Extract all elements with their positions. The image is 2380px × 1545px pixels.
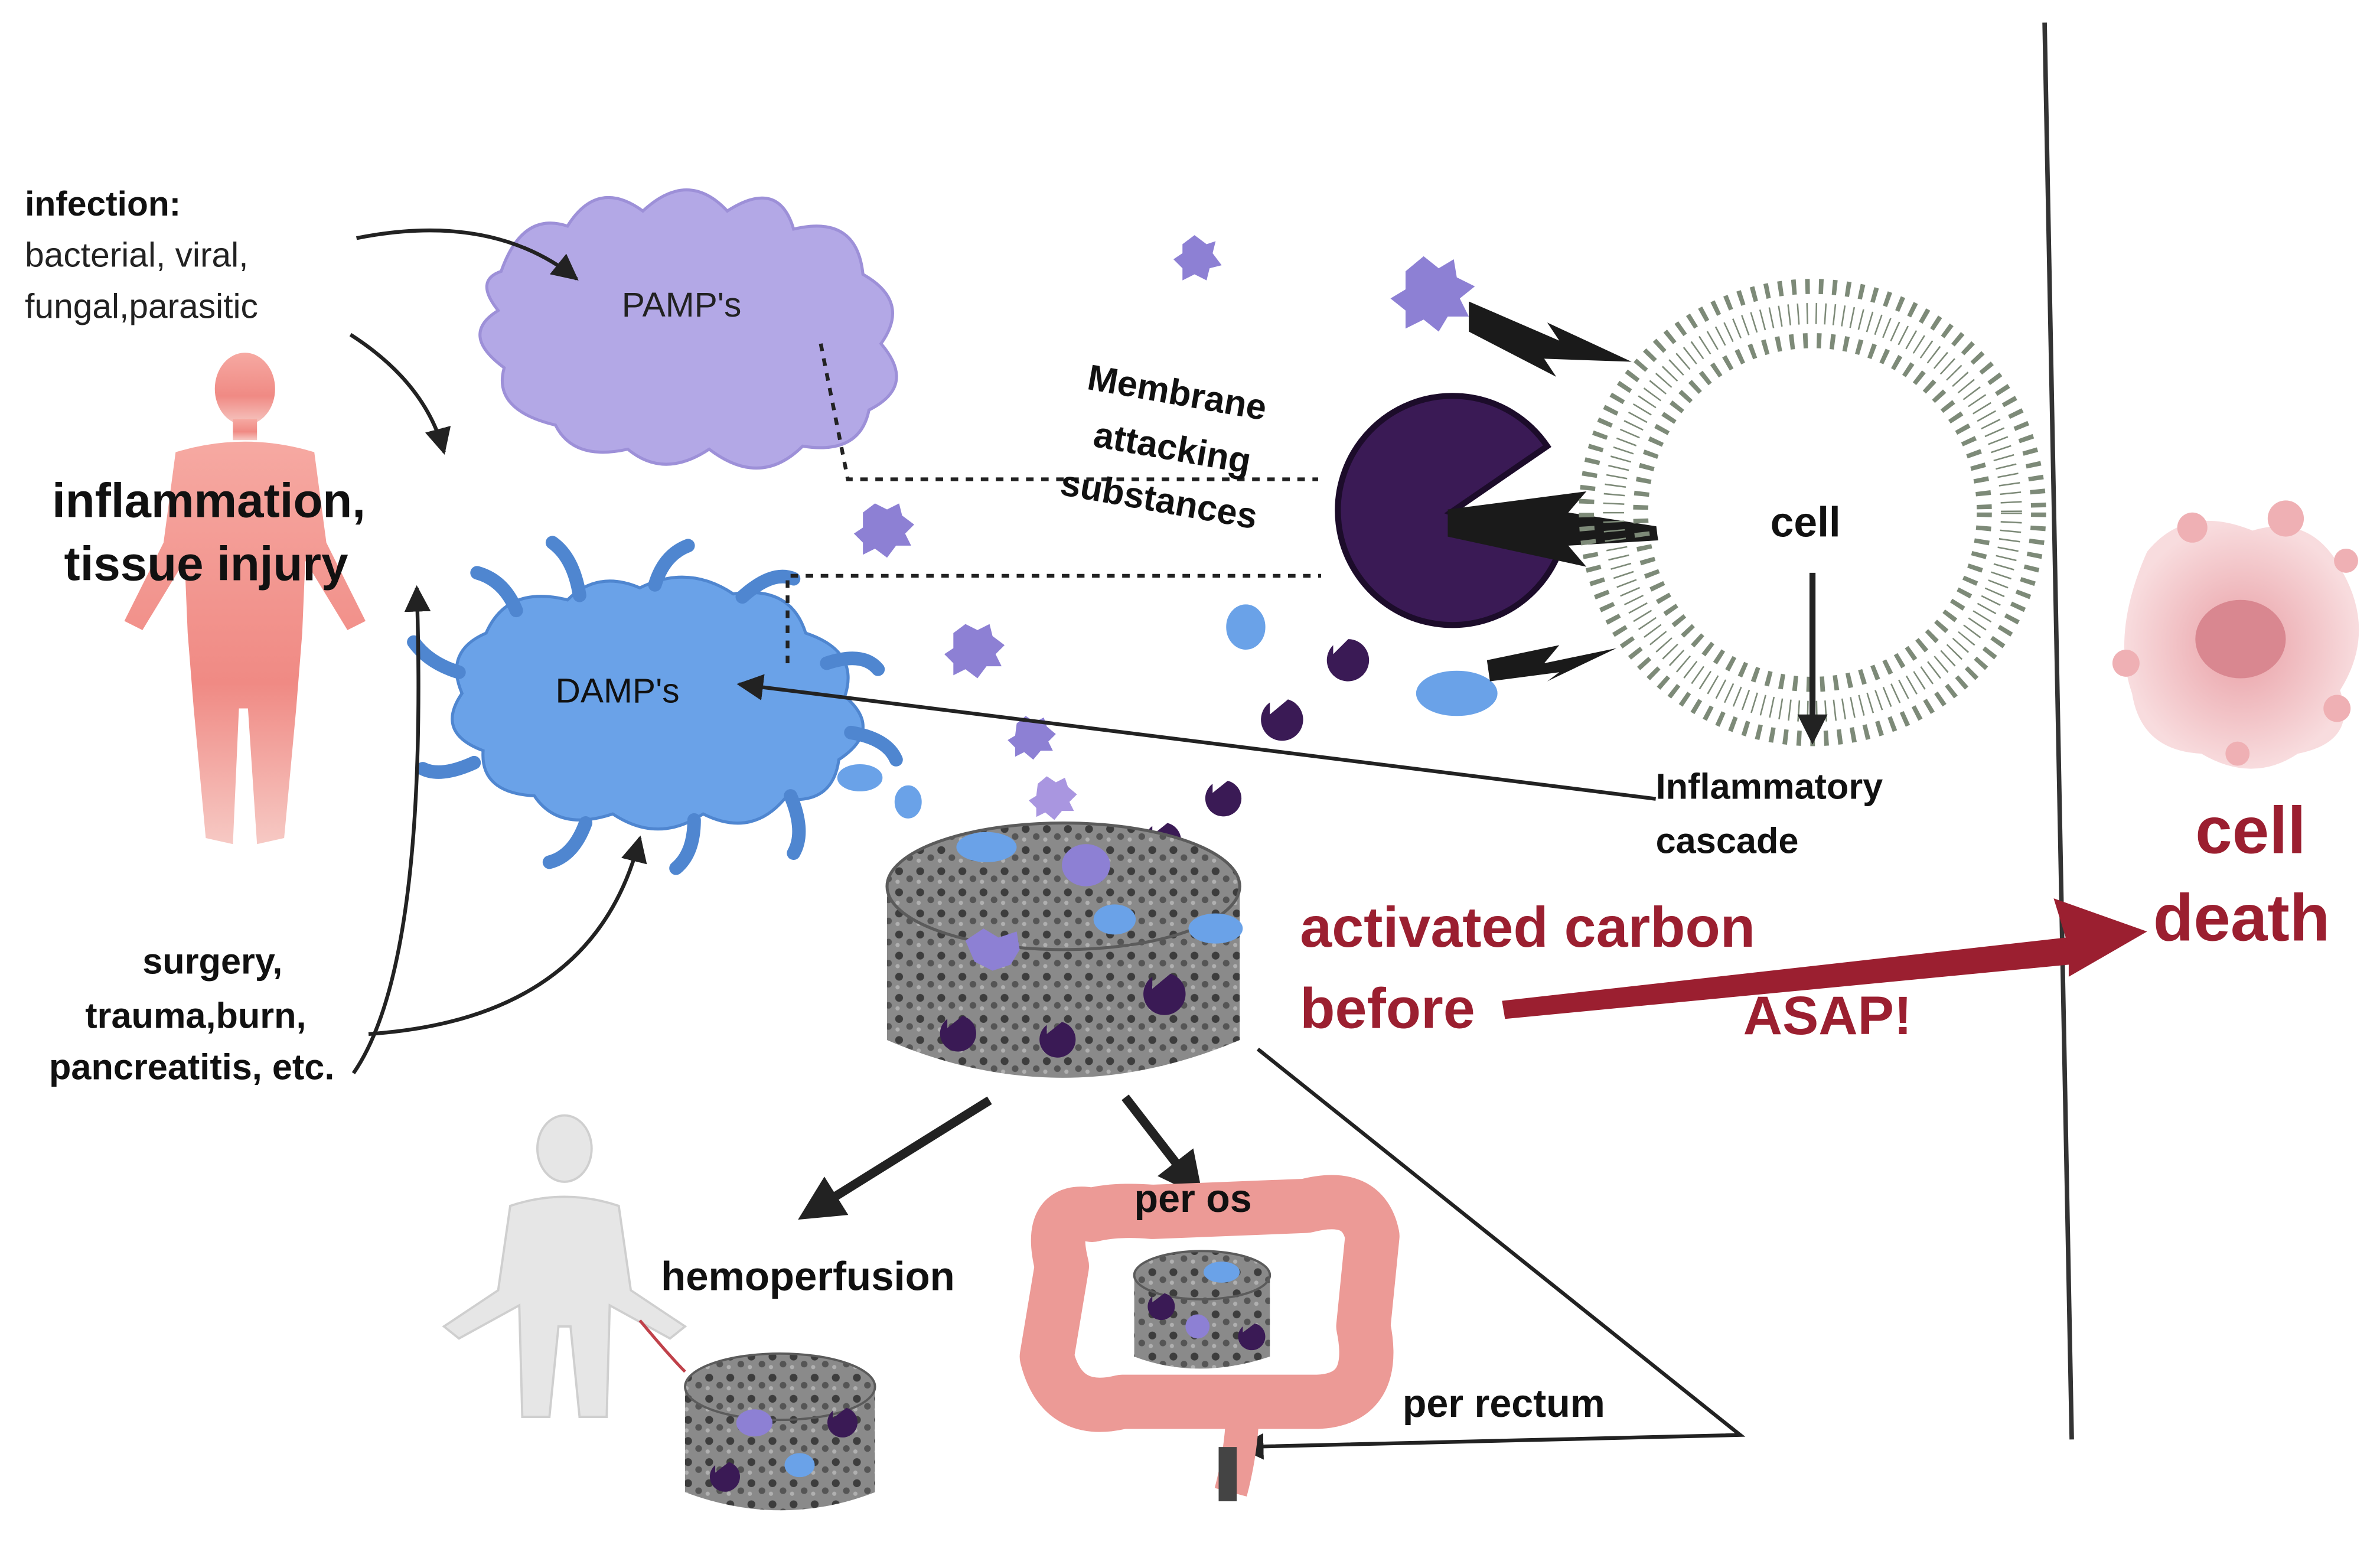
route-arrows: [798, 1047, 1746, 1460]
hemoperfusion-cartridge-icon: [684, 1352, 876, 1511]
cell-death-line-2: death: [2153, 881, 2330, 955]
pamp-blob-icon: [478, 188, 898, 470]
cell-label: cell: [1771, 499, 1841, 546]
infection-heading: infection:: [25, 185, 181, 223]
curved-arrows-left: [349, 228, 647, 1074]
pamps-label: PAMP's: [622, 286, 742, 324]
sterile-causes-line-3: pancreatitis, etc.: [49, 1047, 334, 1087]
asap-label: ASAP!: [1743, 986, 1912, 1046]
cascade-line-1: Inflammatory: [1656, 767, 1883, 807]
route-per-rectum-label: per rectum: [1403, 1382, 1605, 1426]
activated-carbon-line-1: activated carbon: [1300, 895, 1755, 959]
cell-death-line-1: cell: [2195, 793, 2306, 868]
human-body-red-icon: [124, 353, 366, 845]
cascade-to-damps-arrow: [736, 674, 1657, 801]
sterile-causes-line-1: surgery,: [142, 941, 282, 982]
activated-carbon-line-2: before: [1300, 976, 1475, 1041]
inflammation-line-1: inflammation,: [52, 474, 366, 527]
damps-label: DAMP's: [556, 672, 680, 710]
dotted-connectors: [785, 343, 1322, 663]
divider-line: [2042, 22, 2074, 1440]
cascade-line-2: cascade: [1656, 821, 1799, 861]
carbon-to-death-arrow: [1502, 898, 2147, 1019]
inflammation-line-2: tissue injury: [64, 537, 348, 591]
colon-carbon-block-icon: [1133, 1250, 1271, 1369]
damp-particles: [837, 604, 1498, 819]
route-hemoperfusion-label: hemoperfusion: [661, 1254, 955, 1299]
dead-cell-icon: [2112, 500, 2359, 769]
human-body-gray-icon: [442, 1114, 687, 1418]
route-per-os-label: per os: [1134, 1177, 1252, 1221]
sterile-causes-line-2: trauma,burn,: [85, 996, 306, 1036]
colon-icon: [1019, 1175, 1400, 1501]
activated-carbon-block-icon: [885, 821, 1243, 1078]
pamp-particles: [853, 235, 1475, 820]
infection-line-1: bacterial, viral,: [25, 236, 248, 275]
infection-line-2: fungal,parasitic: [25, 288, 258, 326]
